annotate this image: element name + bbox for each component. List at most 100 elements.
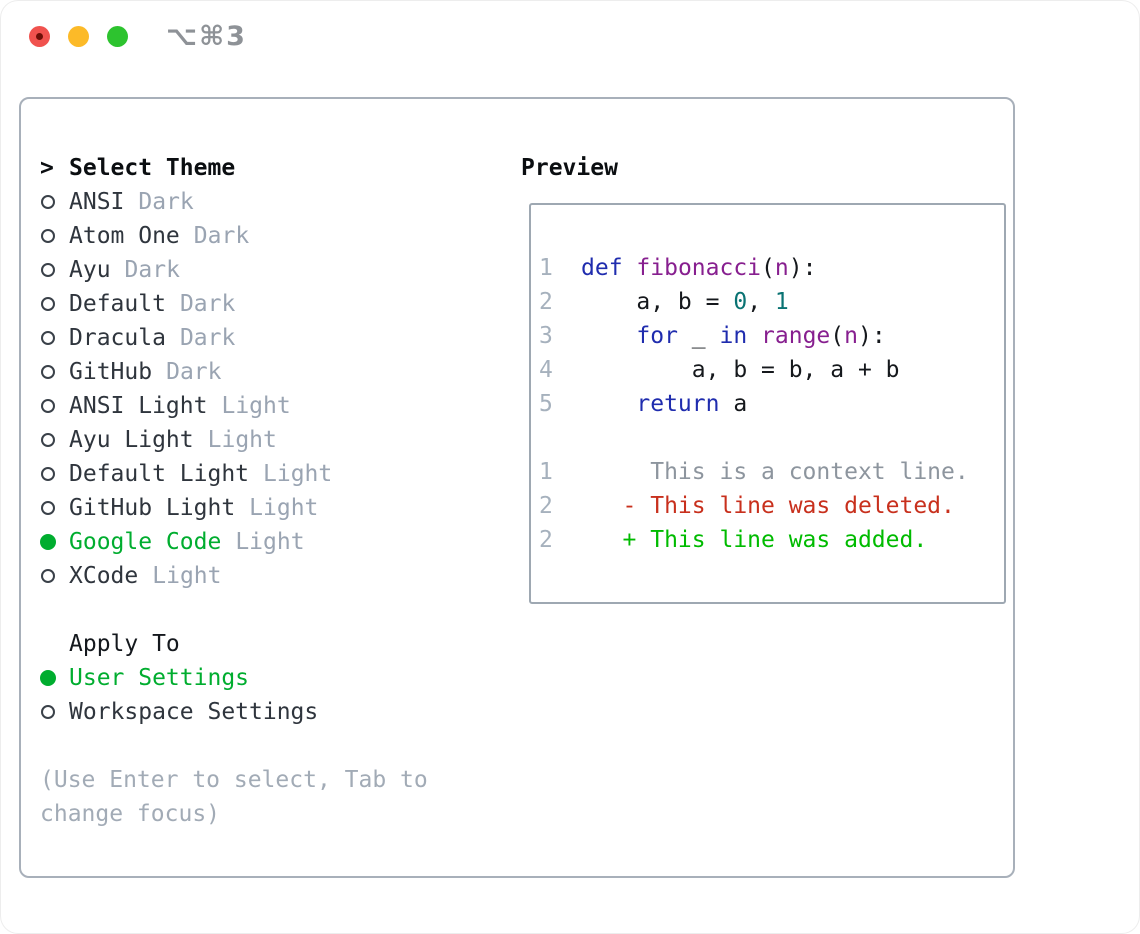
- code-token: [623, 255, 637, 281]
- code-line: 5 return a: [539, 387, 996, 421]
- code-token: def: [581, 255, 623, 281]
- theme-item[interactable]: Dracula Dark: [40, 321, 490, 355]
- theme-item[interactable]: ANSI Light Light: [40, 389, 490, 423]
- theme-variant-label: Light: [249, 495, 319, 521]
- radio-icon: [41, 365, 55, 379]
- line-number: 2: [539, 289, 553, 315]
- radio-icon: [41, 229, 55, 243]
- theme-variant-label: Dark: [124, 257, 180, 283]
- theme-name: ANSI Light: [69, 393, 208, 419]
- radio-cell: [40, 501, 69, 515]
- code-token: [581, 323, 636, 349]
- line-number: 4: [539, 357, 553, 383]
- theme-name: Dracula: [69, 325, 166, 351]
- code-token: ):: [858, 323, 886, 349]
- code-token: range: [761, 323, 831, 349]
- radio-cell: [40, 569, 69, 583]
- code-token: ):: [788, 255, 817, 281]
- close-button-icon[interactable]: [29, 26, 50, 47]
- theme-item[interactable]: ANSI Dark: [40, 185, 490, 219]
- theme-variant-label: Dark: [179, 325, 236, 351]
- radio-cell: [40, 331, 69, 345]
- code-token: 0: [733, 289, 748, 315]
- zoom-button-icon[interactable]: [107, 26, 128, 47]
- radio-cell: [40, 297, 69, 311]
- code-line: 2 a, b = 0, 1: [539, 285, 996, 319]
- theme-name: Google Code: [69, 529, 222, 555]
- theme-name: ANSI: [69, 189, 125, 215]
- code-token: 1: [774, 289, 789, 315]
- code-line: 3 for _ in range(n):: [539, 319, 996, 353]
- theme-name: Ayu Light: [69, 427, 194, 453]
- theme-item[interactable]: XCode Light: [40, 559, 490, 593]
- code-token: return: [636, 391, 720, 417]
- code-line: 4 a, b = b, a + b: [539, 353, 996, 387]
- theme-variant-label: Light: [152, 563, 222, 589]
- theme-item[interactable]: GitHub Dark: [40, 355, 490, 389]
- radio-cell: [40, 195, 69, 209]
- theme-name: Default Light: [69, 461, 250, 487]
- radio-icon: [41, 569, 55, 583]
- theme-variant-label: Light: [207, 427, 277, 453]
- code-token: fibonacci: [636, 255, 762, 281]
- code-token: for: [636, 323, 678, 349]
- apply-to-item[interactable]: User Settings: [40, 661, 490, 695]
- keyboard-hint: (Use Enter to select, Tab to change focu…: [40, 767, 428, 827]
- code-token: a, b = b, a + b: [581, 357, 900, 383]
- line-number: 2: [539, 527, 553, 553]
- prompt-arrow-icon: >: [40, 155, 54, 181]
- diff-text: This is a context line.: [581, 459, 969, 485]
- theme-name: GitHub: [69, 359, 153, 385]
- theme-variant-label: Light: [263, 461, 333, 487]
- theme-variant-label: Dark: [138, 189, 194, 215]
- diff-line: 2 - This line was deleted.: [539, 489, 996, 523]
- radio-cell: [40, 433, 69, 447]
- code-token: [581, 391, 636, 417]
- apply-to-item[interactable]: Workspace Settings: [40, 695, 490, 729]
- radio-selected-icon: [40, 670, 56, 686]
- theme-name: Atom One: [69, 223, 180, 249]
- line-number: 2: [539, 493, 553, 519]
- theme-item[interactable]: Atom One Dark: [40, 219, 490, 253]
- radio-cell: [40, 365, 69, 379]
- theme-variant-label: Dark: [193, 223, 250, 249]
- theme-variant-label: Dark: [166, 359, 222, 385]
- line-number: 1: [539, 255, 553, 281]
- spacer: [40, 593, 490, 627]
- radio-cell: [40, 534, 69, 550]
- code-token: (: [761, 255, 775, 281]
- diff-text: + This line was added.: [581, 527, 928, 553]
- theme-item[interactable]: Default Light Light: [40, 457, 490, 491]
- diff-line: 2 + This line was added.: [539, 523, 996, 557]
- code-token: in: [719, 323, 748, 349]
- apply-to-label: User Settings: [69, 665, 250, 691]
- radio-icon: [41, 195, 55, 209]
- code-token: a: [719, 391, 748, 417]
- radio-icon: [41, 501, 55, 515]
- code-token: _: [677, 323, 720, 349]
- theme-variant-label: Light: [221, 393, 291, 419]
- apply-to-title: Apply To: [69, 631, 180, 657]
- titlebar: ⌥⌘3: [0, 0, 1140, 97]
- spacer: [40, 729, 490, 763]
- radio-icon: [41, 263, 55, 277]
- code-token: n: [844, 323, 859, 349]
- diff-text: - This line was deleted.: [581, 493, 955, 519]
- theme-item[interactable]: Ayu Light Light: [40, 423, 490, 457]
- blank-line: [539, 421, 996, 455]
- radio-icon: [41, 297, 55, 311]
- minimize-button-icon[interactable]: [68, 26, 89, 47]
- radio-cell: [40, 467, 69, 481]
- theme-name: XCode: [69, 563, 139, 589]
